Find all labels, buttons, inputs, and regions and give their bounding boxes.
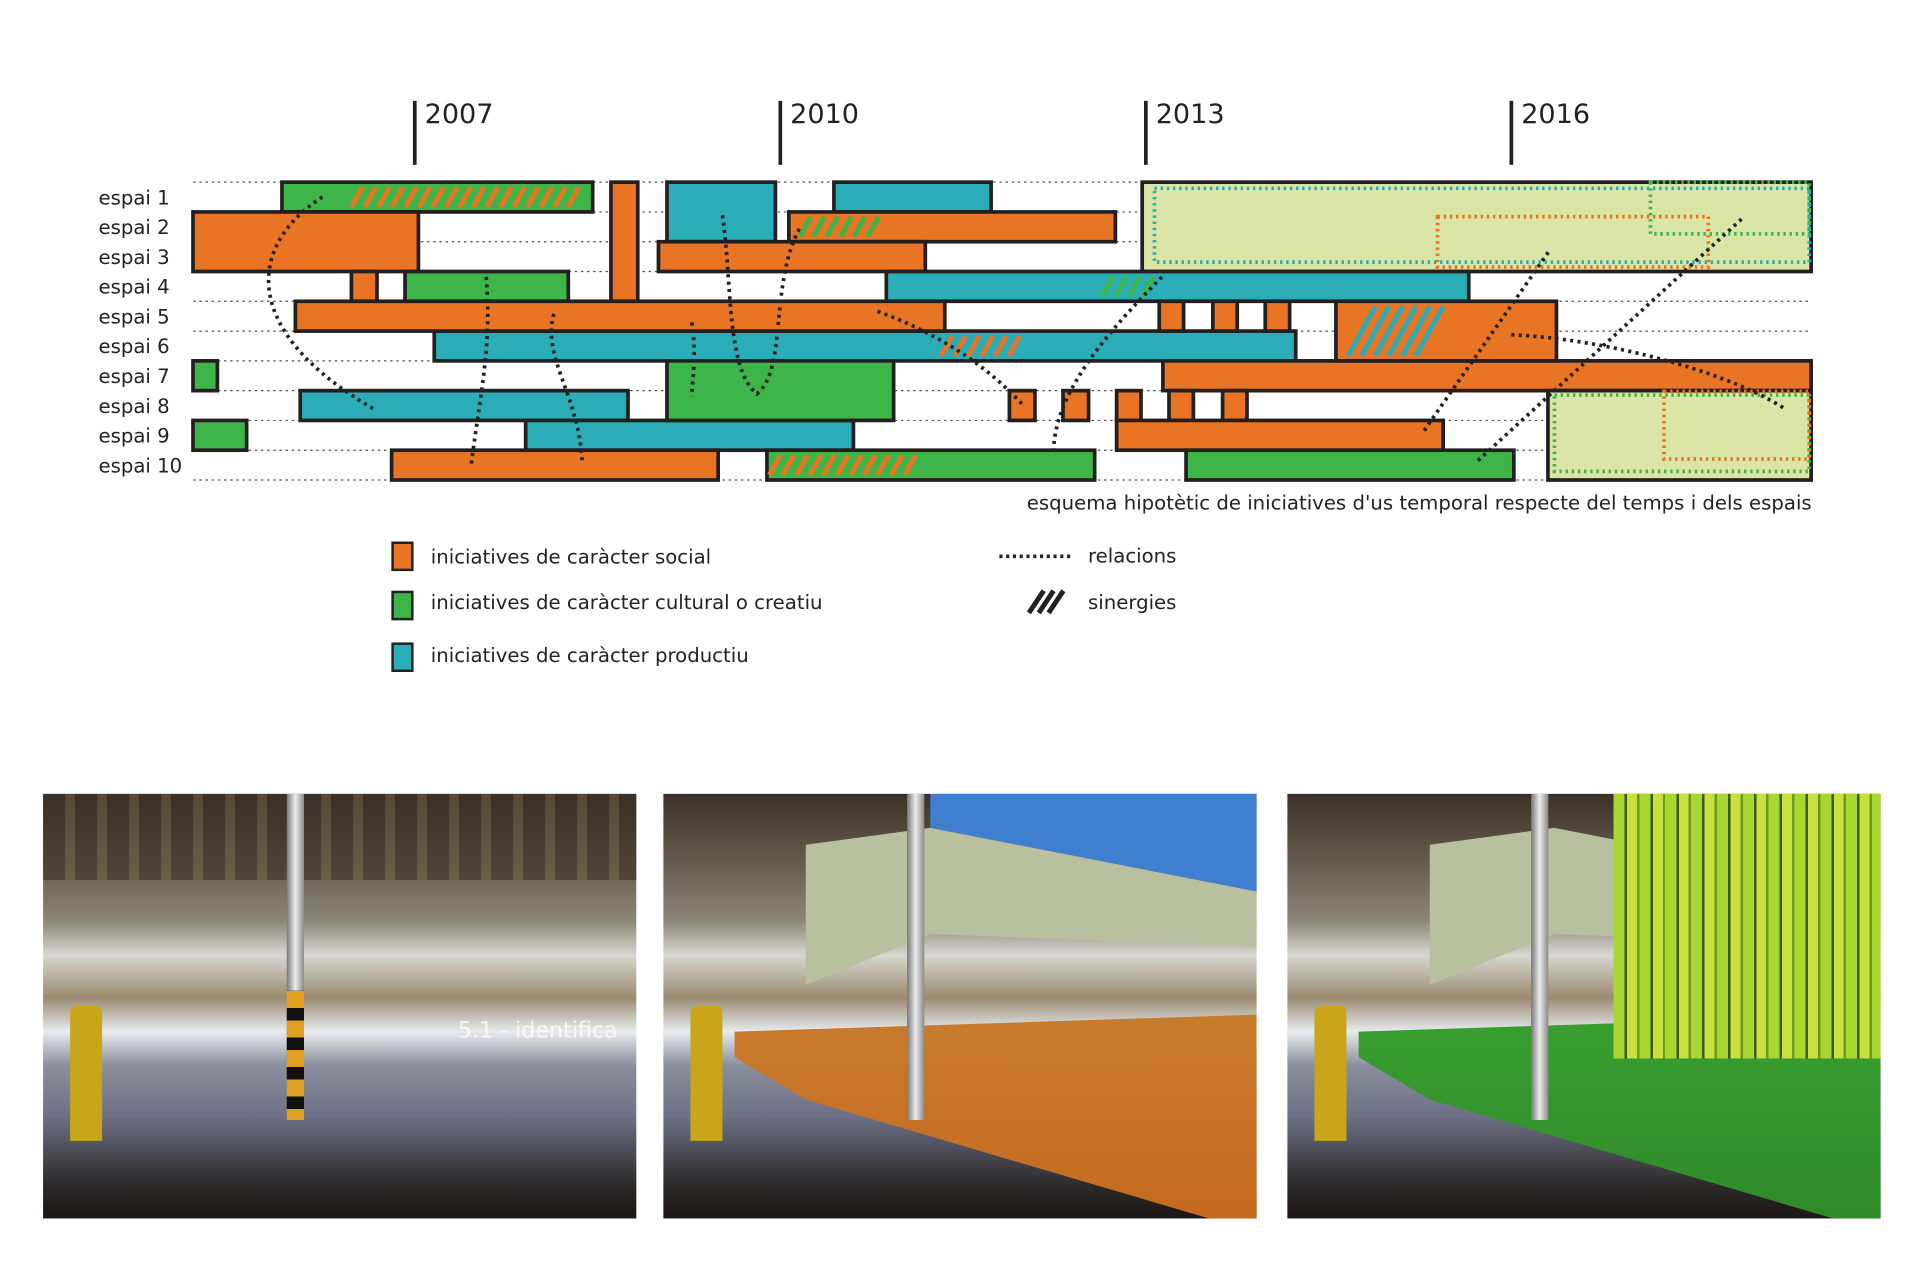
relation-line bbox=[549, 313, 584, 462]
legend-swatch-social bbox=[391, 541, 414, 572]
row-labels: espai 1 espai 2 espai 3 espai 4 espai 5 espai… bbox=[98, 186, 182, 477]
synergies-hatch-icon bbox=[1026, 589, 1066, 615]
relation-line bbox=[720, 215, 802, 397]
bar-productive bbox=[665, 180, 778, 244]
person-figure bbox=[690, 1005, 723, 1141]
year-tick-label: 2016 bbox=[1521, 99, 1590, 130]
relation-line bbox=[689, 322, 697, 397]
bar-social bbox=[1157, 299, 1186, 333]
bar-social bbox=[1114, 388, 1143, 423]
bar-social bbox=[1061, 388, 1091, 423]
bar-productive bbox=[432, 329, 1298, 363]
bar-cultural bbox=[191, 359, 220, 393]
bar-cultural bbox=[191, 418, 249, 453]
bamboo-forest bbox=[1613, 793, 1881, 1059]
bar-productive bbox=[832, 180, 993, 214]
bars bbox=[191, 180, 1813, 482]
future-cultural-outline bbox=[1648, 180, 1812, 236]
legend-marks bbox=[999, 554, 1074, 615]
relation-line bbox=[469, 276, 490, 465]
bar-social bbox=[293, 299, 947, 333]
row-label: espai 3 bbox=[98, 246, 169, 269]
bar-social bbox=[389, 448, 721, 482]
synergy-hatch bbox=[349, 185, 582, 209]
year-tick-label: 2007 bbox=[425, 99, 494, 130]
year-tick-label: 2013 bbox=[1156, 99, 1225, 130]
future-social-outline bbox=[1435, 214, 1711, 269]
bar-productive bbox=[523, 418, 856, 453]
person-figure bbox=[70, 1005, 103, 1141]
future-cultural-outline bbox=[1552, 393, 1812, 474]
bar-productive bbox=[884, 269, 1471, 304]
photo-proposal-orange bbox=[663, 793, 1257, 1219]
bar-social bbox=[609, 180, 640, 304]
bar-social bbox=[1114, 418, 1445, 453]
bar-social bbox=[786, 210, 1118, 244]
synergy-hatch bbox=[797, 215, 881, 238]
bar-social bbox=[1220, 388, 1249, 423]
legend-swatch-cultural bbox=[391, 590, 414, 621]
row-label: espai 2 bbox=[98, 216, 169, 239]
bar-social bbox=[1211, 299, 1240, 333]
column-base bbox=[286, 990, 305, 1121]
legend-label-cultural: iniciatives de caràcter cultural o creat… bbox=[430, 590, 823, 615]
photo-caption-overlay: 5.1 - identifica bbox=[457, 1017, 618, 1044]
bar-social bbox=[349, 269, 379, 304]
bar-social bbox=[1167, 388, 1196, 423]
bar-cultural bbox=[765, 448, 1097, 482]
row-label: espai 6 bbox=[98, 335, 169, 358]
row-label: espai 1 bbox=[98, 186, 169, 209]
synergy-hatches bbox=[349, 185, 1446, 477]
year-ticks: 2007 2010 2013 2016 bbox=[412, 99, 1590, 165]
bar-social bbox=[1263, 299, 1292, 333]
synergy-hatch bbox=[767, 453, 918, 477]
relation-line bbox=[1475, 217, 1743, 463]
row-label: espai 9 bbox=[98, 425, 169, 448]
roof-structure bbox=[43, 793, 637, 881]
bar-cultural bbox=[665, 359, 896, 423]
bar-cultural bbox=[1184, 448, 1516, 482]
row-label: espai 7 bbox=[98, 365, 169, 388]
year-tick-label: 2010 bbox=[790, 99, 859, 130]
photo-proposal-green bbox=[1287, 793, 1881, 1219]
synergy-hatch bbox=[938, 334, 1022, 358]
legend-label-relations: relacions bbox=[1088, 544, 1177, 568]
relations bbox=[266, 195, 1786, 465]
relation-line bbox=[266, 195, 377, 412]
column bbox=[907, 793, 925, 1121]
future-social-outline bbox=[1662, 389, 1812, 461]
bar-productive bbox=[298, 388, 630, 423]
photo-current-state: 5.1 - identifica bbox=[43, 793, 637, 1219]
row-label: espai 4 bbox=[98, 276, 169, 299]
relation-line bbox=[1511, 332, 1786, 411]
bar-social bbox=[191, 210, 421, 274]
row-label: espai 10 bbox=[98, 454, 182, 477]
column bbox=[1531, 793, 1549, 1121]
legend-label-synergies: sinergies bbox=[1088, 590, 1177, 615]
bar-future bbox=[1546, 388, 1813, 482]
row-label: espai 8 bbox=[98, 395, 169, 418]
relation-line bbox=[876, 309, 1026, 408]
bar-future bbox=[1140, 180, 1813, 274]
bar-social bbox=[1007, 388, 1037, 423]
bar-social bbox=[1334, 299, 1559, 363]
legend-label-productive: iniciatives de caràcter productiu bbox=[430, 643, 749, 668]
person-figure bbox=[1314, 1005, 1347, 1141]
diagram-caption: esquema hipotètic de iniciatives d'us te… bbox=[1027, 492, 1812, 515]
synergy-hatch bbox=[1345, 305, 1446, 358]
row-label: espai 5 bbox=[98, 305, 169, 328]
legend-label-social: iniciatives de caràcter social bbox=[430, 545, 712, 569]
bar-social bbox=[656, 239, 928, 274]
legend-swatch-productive bbox=[391, 642, 414, 673]
